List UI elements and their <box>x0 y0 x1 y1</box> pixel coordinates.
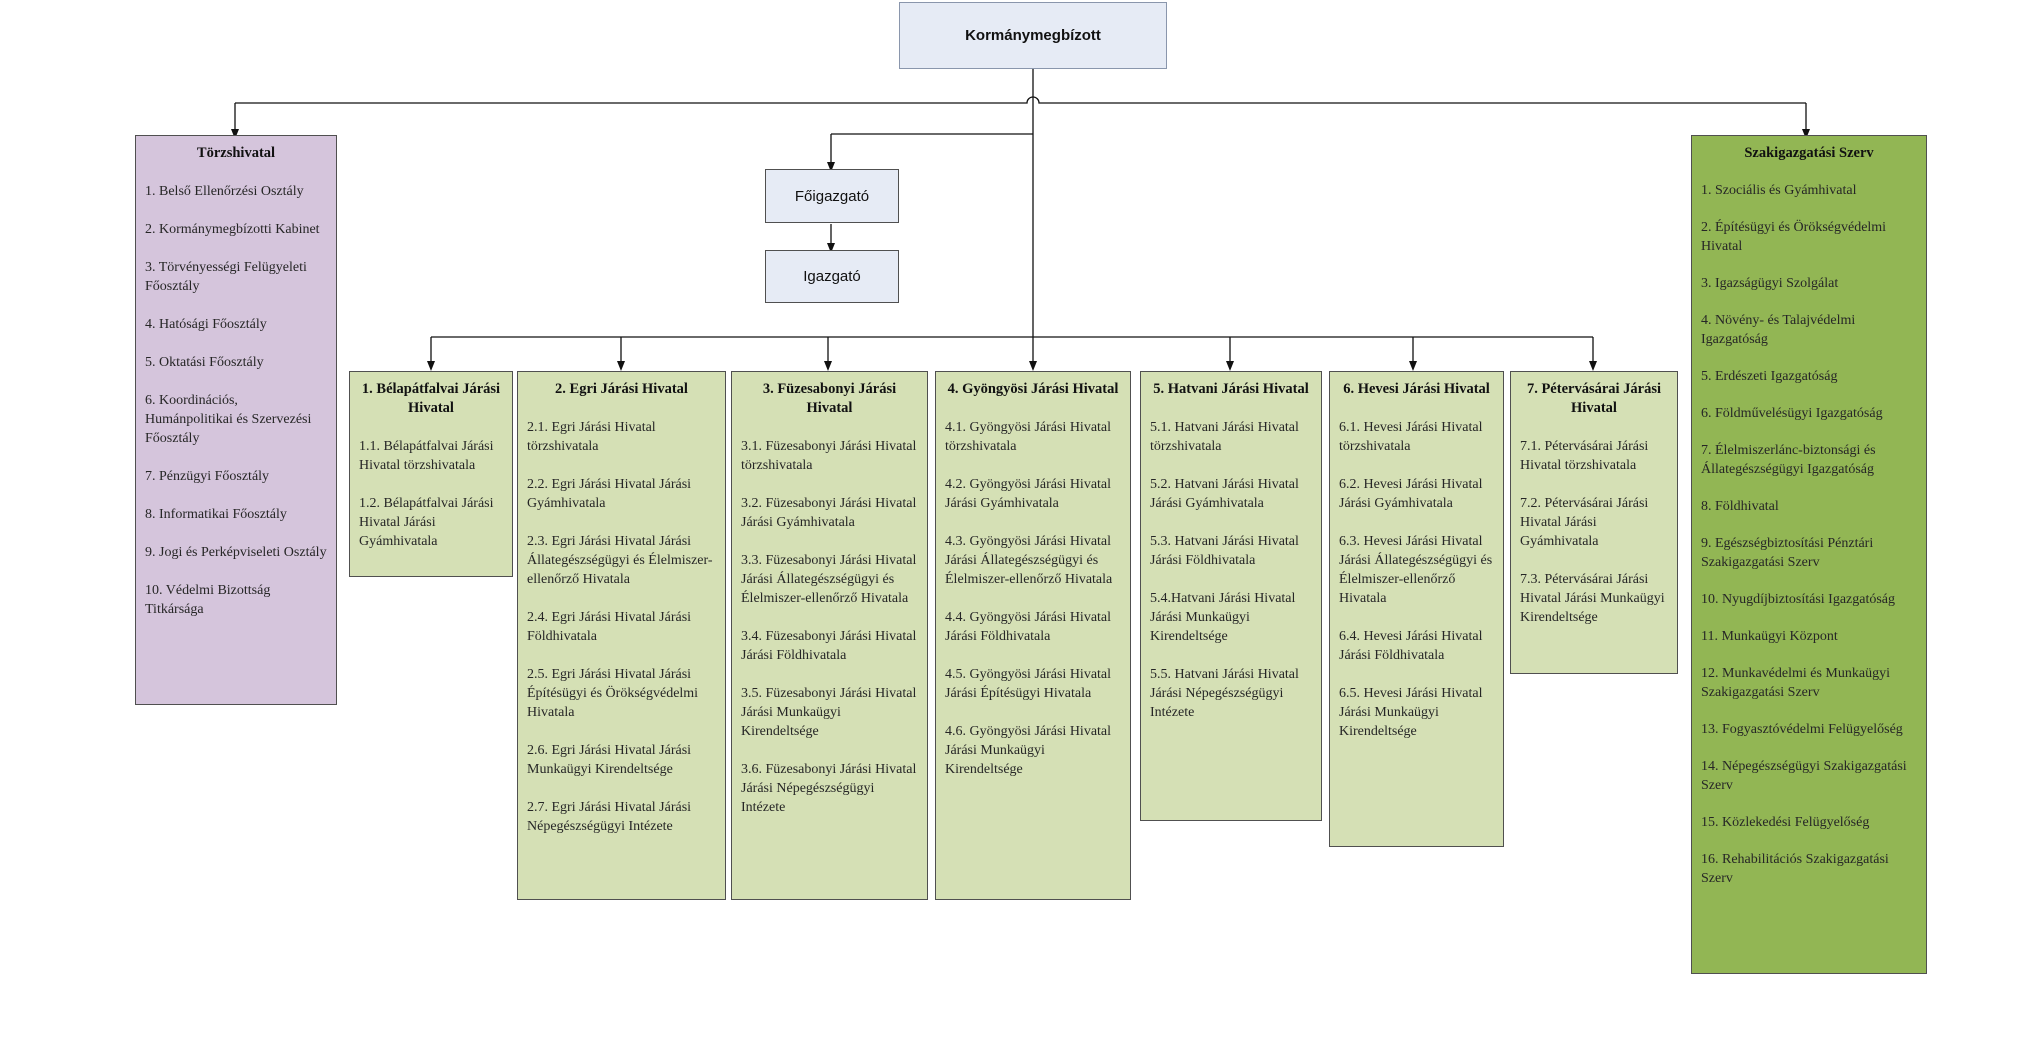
district-item: 6.5. Hevesi Járási Hivatal Járási Munkaü… <box>1339 686 1483 739</box>
district-panel-petervasara: 7. Pétervásárai Járási Hivatal 7.1. Péte… <box>1510 371 1678 674</box>
top-bus-line <box>235 96 1806 104</box>
district-panel-hatvan: 5. Hatvani Járási Hivatal 5.1. Hatvani J… <box>1140 371 1322 821</box>
district-item: 3.4. Füzesabonyi Járási Hivatal Járási F… <box>741 629 917 663</box>
szakigazgatasi-item: 2. Építésügyi és Örökségvédelmi Hivatal <box>1701 220 1887 254</box>
district-item: 6.2. Hevesi Járási Hivatal Járási Gyámhi… <box>1339 477 1483 511</box>
torzshivatal-item: 6. Koordinációs, Humánpolitikai és Szerv… <box>145 393 312 446</box>
district-item: 2.4. Egri Járási Hivatal Járási Földhiva… <box>527 610 692 644</box>
szakigazgatasi-item: 5. Erdészeti Igazgatóság <box>1701 369 1838 384</box>
district-panel-belapatfalva: 1. Bélapátfalvai Járási Hivatal 1.1. Bél… <box>349 371 513 577</box>
district-panel-eger: 2. Egri Járási Hivatal 2.1. Egri Járási … <box>517 371 726 900</box>
district-title: 1. Bélapátfalvai Járási Hivatal <box>361 381 501 416</box>
szakigazgatasi-panel: Szakigazgatási Szerv 1. Szociális és Gyá… <box>1691 135 1927 974</box>
district-item: 2.1. Egri Járási Hivatal törzshivatala <box>527 420 656 454</box>
district-item: 1.2. Bélapátfalvai Járási Hivatal Járási… <box>359 496 494 549</box>
district-title: 5. Hatvani Járási Hivatal <box>1153 381 1309 397</box>
district-item: 1.1. Bélapátfalvai Járási Hivatal törzsh… <box>359 439 494 473</box>
szakigazgatasi-item: 7. Élelmiszerlánc-biztonsági és Állategé… <box>1701 443 1876 477</box>
district-item: 5.2. Hatvani Járási Hivatal Járási Gyámh… <box>1150 477 1299 511</box>
district-item: 3.2. Füzesabonyi Járási Hivatal Járási G… <box>741 496 917 530</box>
district-panel-heves: 6. Hevesi Járási Hivatal 6.1. Hevesi Jár… <box>1329 371 1504 847</box>
szakigazgatasi-item: 14. Népegészségügyi Szakigazgatási Szerv <box>1701 759 1907 793</box>
district-item: 5.1. Hatvani Járási Hivatal törzshivatal… <box>1150 420 1299 454</box>
district-item: 4.4. Gyöngyösi Járási Hivatal Járási Föl… <box>945 610 1112 644</box>
district-item: 5.5. Hatvani Járási Hivatal Járási Népeg… <box>1150 667 1299 720</box>
torzshivatal-item: 1. Belső Ellenőrzési Osztály <box>145 184 304 199</box>
szakigazgatasi-title: Szakigazgatási Szerv <box>1744 145 1874 161</box>
szakigazgatasi-item: 8. Földhivatal <box>1701 499 1779 514</box>
district-item: 5.4.Hatvani Járási Hivatal Járási Munkaü… <box>1150 591 1296 644</box>
torzshivatal-item: 9. Jogi és Perképviseleti Osztály <box>145 545 327 560</box>
district-item: 4.5. Gyöngyösi Járási Hivatal Járási Épí… <box>945 667 1112 701</box>
district-item: 2.2. Egri Járási Hivatal Járási Gyámhiva… <box>527 477 692 511</box>
district-title: 2. Egri Járási Hivatal <box>555 381 688 397</box>
district-item: 4.1. Gyöngyösi Járási Hivatal törzshivat… <box>945 420 1112 454</box>
torzshivatal-item: 3. Törvényességi Felügyeleti Főosztály <box>145 260 307 294</box>
szakigazgatasi-item: 11. Munkaügyi Központ <box>1701 629 1838 644</box>
district-item: 5.3. Hatvani Járási Hivatal Járási Földh… <box>1150 534 1299 568</box>
district-item: 4.3. Gyöngyösi Járási Hivatal Járási Áll… <box>945 534 1113 587</box>
district-item: 2.5. Egri Járási Hivatal Járási Építésüg… <box>527 667 699 720</box>
kormanymegbizott-box: Kormánymegbízott <box>899 2 1167 69</box>
district-item: 3.6. Füzesabonyi Járási Hivatal Járási N… <box>741 762 917 815</box>
district-title: 7. Pétervásárai Járási Hivatal <box>1526 381 1662 416</box>
district-item: 6.1. Hevesi Járási Hivatal törzshivatala <box>1339 420 1483 454</box>
szakigazgatasi-item: 1. Szociális és Gyámhivatal <box>1701 183 1857 198</box>
district-item: 6.4. Hevesi Járási Hivatal Járási Földhi… <box>1339 629 1483 663</box>
igazgato-label: Igazgató <box>803 268 861 285</box>
district-panel-gyongyos: 4. Gyöngyösi Járási Hivatal 4.1. Gyöngyö… <box>935 371 1131 900</box>
szakigazgatasi-item: 10. Nyugdíjbiztosítási Igazgatóság <box>1701 592 1896 607</box>
szakigazgatasi-item: 12. Munkavédelmi és Munkaügyi Szakigazga… <box>1701 666 1890 700</box>
torzshivatal-panel: Törzshivatal 1. Belső Ellenőrzési Osztál… <box>135 135 337 705</box>
szakigazgatasi-item: 13. Fogyasztóvédelmi Felügyelőség <box>1701 722 1903 737</box>
district-title: 4. Gyöngyösi Járási Hivatal <box>947 381 1119 397</box>
kormanymegbizott-title: Kormánymegbízott <box>965 27 1101 44</box>
szakigazgatasi-item: 15. Közlekedési Felügyelőség <box>1701 815 1870 830</box>
district-item: 4.6. Gyöngyösi Járási Hivatal Járási Mun… <box>945 724 1112 777</box>
district-item: 3.1. Füzesabonyi Járási Hivatal törzshiv… <box>741 439 917 473</box>
torzshivatal-item: 5. Oktatási Főosztály <box>145 355 264 370</box>
foigazgato-box: Főigazgató <box>765 169 899 223</box>
district-panel-fuzesabony: 3. Füzesabonyi Járási Hivatal 3.1. Füzes… <box>731 371 928 900</box>
district-title: 3. Füzesabonyi Járási Hivatal <box>762 381 897 416</box>
district-item: 2.3. Egri Járási Hivatal Járási Állategé… <box>527 534 713 587</box>
district-item: 2.7. Egri Járási Hivatal Járási Népegész… <box>527 800 692 834</box>
district-item: 6.3. Hevesi Járási Hivatal Járási Állate… <box>1339 534 1493 606</box>
district-item: 2.6. Egri Járási Hivatal Járási Munkaügy… <box>527 743 692 777</box>
torzshivatal-item: 7. Pénzügyi Főosztály <box>145 469 270 484</box>
szakigazgatasi-item: 16. Rehabilitációs Szakigazgatási Szerv <box>1701 852 1889 886</box>
district-item: 4.2. Gyöngyösi Járási Hivatal Járási Gyá… <box>945 477 1112 511</box>
torzshivatal-item: 8. Informatikai Főosztály <box>145 507 287 522</box>
szakigazgatasi-item: 4. Növény- és Talajvédelmi Igazgatóság <box>1701 313 1856 347</box>
torzshivatal-title: Törzshivatal <box>196 145 276 161</box>
torzshivatal-item: 4. Hatósági Főosztály <box>145 317 267 332</box>
district-item: 3.5. Füzesabonyi Járási Hivatal Járási M… <box>741 686 917 739</box>
foigazgato-label: Főigazgató <box>794 187 870 205</box>
szakigazgatasi-item: 9. Egészségbiztosítási Pénztári Szakigaz… <box>1701 536 1874 570</box>
szakigazgatasi-item: 3. Igazságügyi Szolgálat <box>1701 276 1839 291</box>
district-item: 7.2. Pétervásárai Járási Hivatal Járási … <box>1520 496 1649 549</box>
torzshivatal-item: 10. Védelmi Bizottság Titkársága <box>145 583 271 617</box>
szakigazgatasi-item: 6. Földművelésügyi Igazgatóság <box>1701 406 1883 421</box>
igazgato-box: Igazgató <box>765 250 899 303</box>
district-item: 7.1. Pétervásárai Járási Hivatal törzshi… <box>1520 439 1649 473</box>
district-item: 3.3. Füzesabonyi Járási Hivatal Járási Á… <box>741 553 917 606</box>
torzshivatal-item: 2. Kormánymegbízotti Kabinet <box>145 222 320 237</box>
district-item: 7.3. Pétervásárai Járási Hivatal Járási … <box>1520 572 1665 625</box>
district-title: 6. Hevesi Járási Hivatal <box>1343 381 1490 397</box>
